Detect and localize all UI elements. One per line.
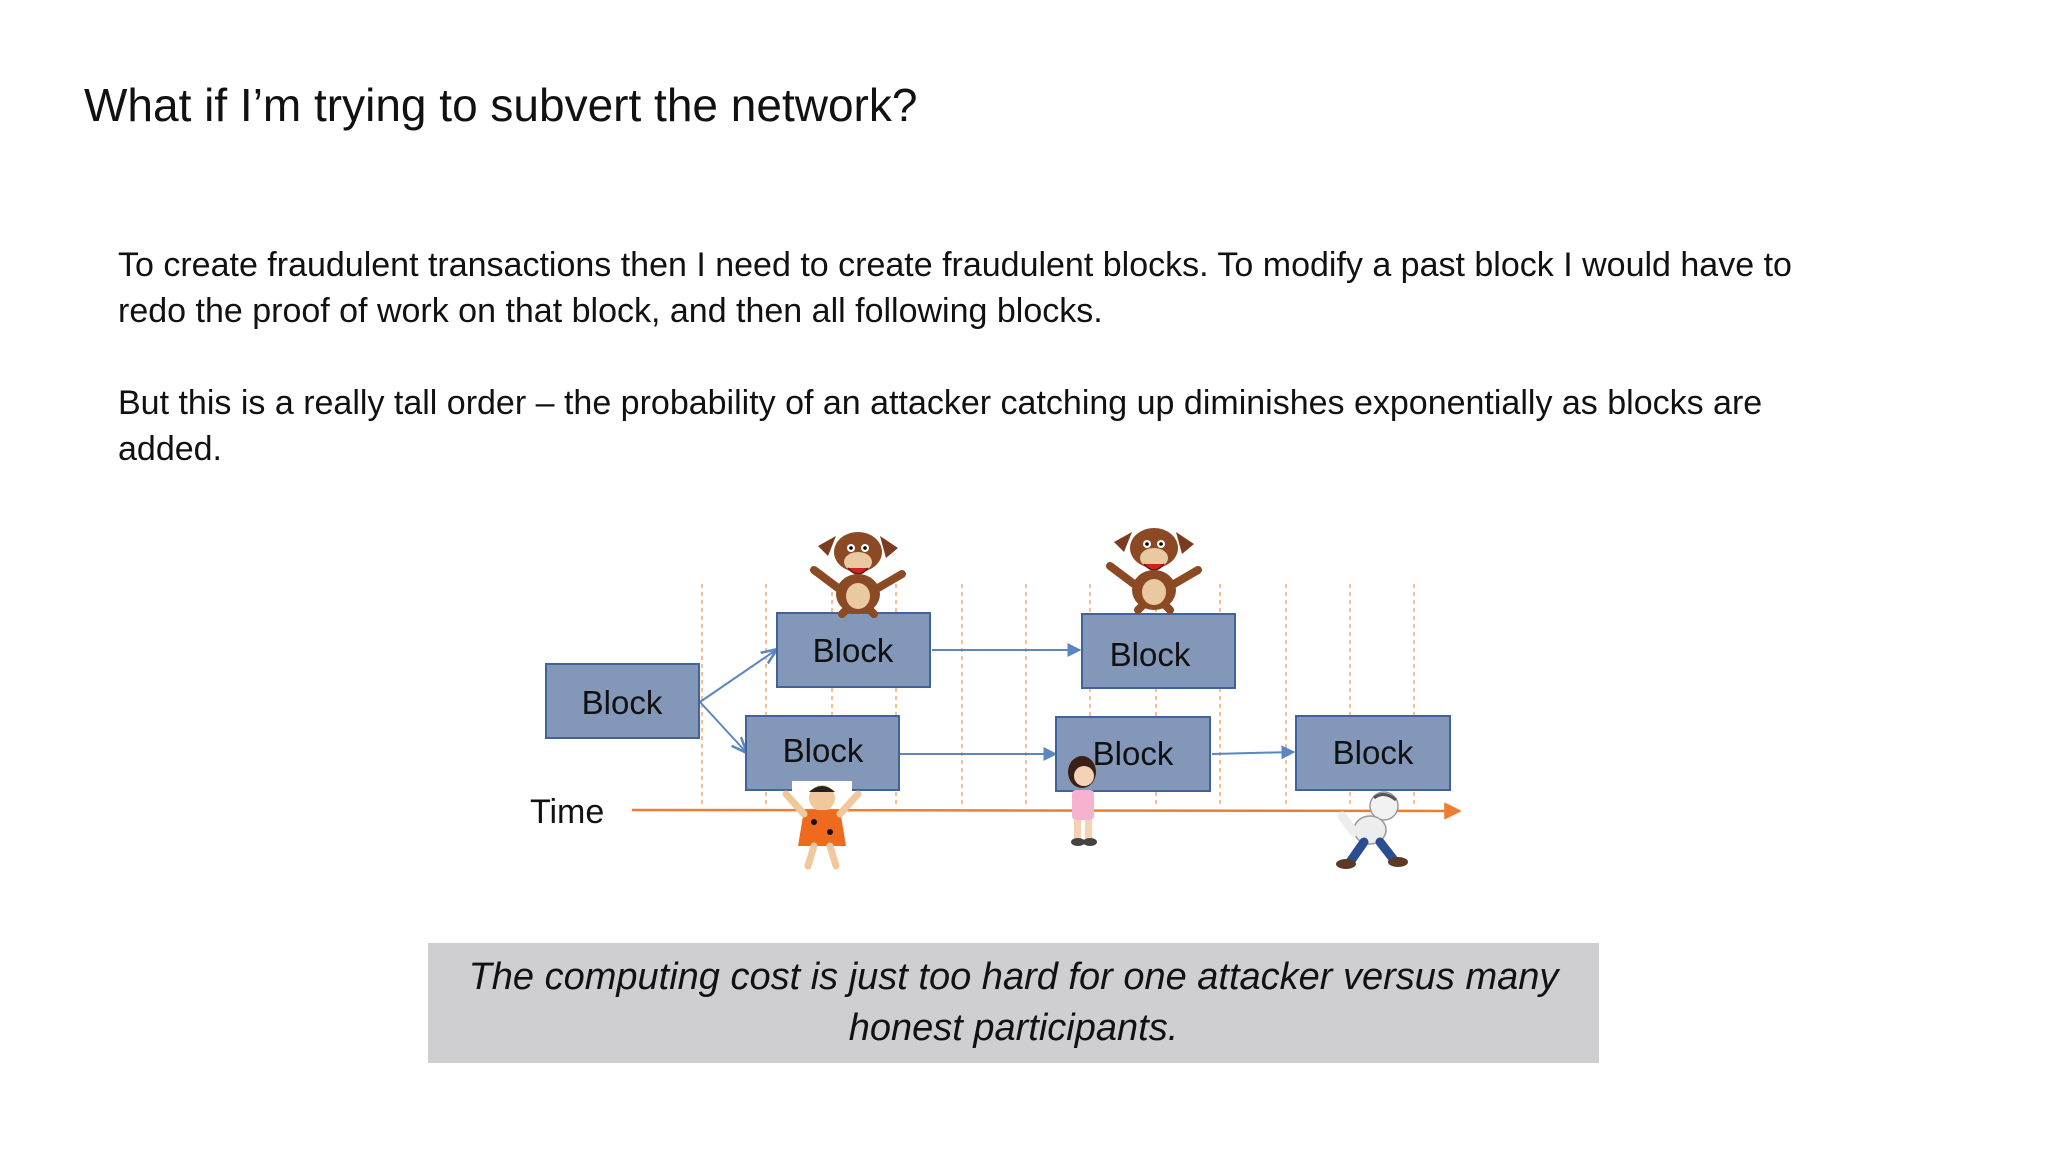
time-gridlines [701,584,1415,808]
callout-text: The computing cost is just too hard for … [468,956,1559,1049]
block-attacker-1-label: Block [813,632,894,669]
block-honest-2-label: Block [1093,735,1174,772]
callout-box: The computing cost is just too hard for … [428,943,1599,1063]
fred-flintstone-icon [782,781,862,870]
time-label: Time [530,793,604,831]
popeye-icon [1336,791,1408,869]
block-attacker-2: Block [1081,613,1236,689]
block-honest-1: Block [745,715,900,791]
chain-arrows [699,643,1296,761]
block-honest-2: Block [1055,716,1211,792]
tasmanian-devil-icon [1106,528,1202,614]
block-origin-label: Block [582,684,663,721]
block-origin: Block [545,663,700,739]
girl-character-icon [1068,756,1097,846]
timeline-arrow [631,802,1462,820]
block-attacker-2-label: Block [1110,636,1191,673]
paragraph-fraudulent-blocks: To create fraudulent transactions then I… [118,246,1792,330]
block-honest-3-label: Block [1333,734,1414,771]
slide-title: What if I’m trying to subvert the networ… [84,79,918,131]
tasmanian-devil-icon [810,532,906,618]
block-honest-3: Block [1295,715,1451,791]
block-attacker-1: Block [776,612,931,688]
block-honest-1-label: Block [783,732,864,769]
paragraph-tall-order: But this is a really tall order – the pr… [118,384,1763,468]
